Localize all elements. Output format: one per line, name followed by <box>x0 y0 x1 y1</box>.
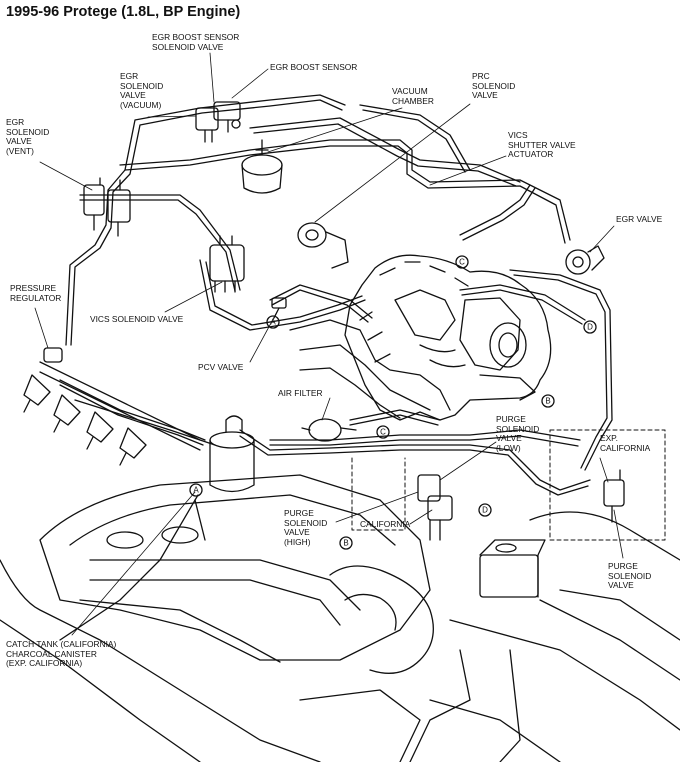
label-egr-boost-sensor: EGR BOOST SENSOR <box>270 62 358 72</box>
callout-leader-lines <box>34 52 624 636</box>
emission-variant-boxes <box>351 429 666 541</box>
connector-c-middle <box>376 425 390 439</box>
label-pcv-valve: PCV VALVE <box>198 362 244 372</box>
vacuum-chamber-part <box>241 139 283 194</box>
label-purge-solenoid-valve-high: PURGE SOLENOID VALVE (HIGH) <box>284 508 328 547</box>
label-air-filter: AIR FILTER <box>278 388 323 398</box>
label-prc-solenoid-valve: PRC SOLENOID VALVE <box>472 71 516 101</box>
label-egr-solenoid-valve-vent: EGR SOLENOID VALVE (VENT) <box>6 117 50 156</box>
connector-letter-a: A <box>270 318 276 327</box>
connector-a-lower <box>189 483 203 497</box>
pressure-regulator-part <box>39 347 201 451</box>
label-pressure-regulator: PRESSURE REGULATOR <box>10 283 62 303</box>
connector-letters: A A B B C C D D <box>193 258 593 548</box>
egr-solenoid-valves <box>83 177 131 237</box>
label-california: CALIFORNIA <box>360 519 411 529</box>
connector-b-lower <box>339 536 353 550</box>
egr-valve-part <box>565 245 605 275</box>
connector-d-lower <box>478 503 492 517</box>
label-vics-shutter-valve-actuator: VICS SHUTTER VALVE ACTUATOR <box>508 130 576 160</box>
label-egr-boost-sensor-solenoid-valve: EGR BOOST SENSOR SOLENOID VALVE <box>152 32 240 52</box>
fuel-injectors <box>23 374 147 466</box>
label-purge-solenoid-valve: PURGE SOLENOID VALVE <box>608 561 652 591</box>
label-vacuum-chamber: VACUUM CHAMBER <box>392 86 434 106</box>
label-catch-tank-charcoal-canister: CATCH TANK (CALIFORNIA) CHARCOAL CANISTE… <box>6 639 117 669</box>
connector-d-right <box>583 320 597 334</box>
engine-assembly <box>289 254 552 421</box>
label-exp-california: EXP. CALIFORNIA <box>600 433 651 453</box>
connector-letter-c: C <box>459 258 465 267</box>
charcoal-canister-part <box>209 415 255 493</box>
connector-c-top <box>455 255 469 269</box>
vacuum-hose-network <box>59 94 613 641</box>
label-egr-solenoid-valve-vacuum: EGR SOLENOID VALVE (VACUUM) <box>120 71 164 110</box>
egr-boost-sensor-solenoid <box>195 101 241 143</box>
air-filter-part <box>301 418 357 442</box>
vics-shutter-valve-actuator-part <box>297 222 349 269</box>
label-vics-solenoid-valve: VICS SOLENOID VALVE <box>90 314 184 324</box>
connector-letter-d: D <box>482 506 488 515</box>
connector-nodes <box>189 255 597 550</box>
label-purge-solenoid-valve-low: PURGE SOLENOID VALVE (LOW) <box>496 414 540 453</box>
connector-letter-a: A <box>193 486 199 495</box>
connector-letter-c: C <box>380 428 386 437</box>
connector-b-right <box>541 394 555 408</box>
vehicle-body-outline <box>0 474 680 762</box>
connector-a-upper <box>266 315 280 329</box>
diagram-title: 1995-96 Protege (1.8L, BP Engine) <box>6 4 241 20</box>
connector-letter-b: B <box>343 539 348 548</box>
vics-solenoid-valve-part <box>209 235 245 293</box>
connector-letter-d: D <box>587 323 593 332</box>
purge-solenoid-valves <box>417 469 625 541</box>
label-egr-valve: EGR VALVE <box>616 214 663 224</box>
connector-letter-b: B <box>545 397 550 406</box>
